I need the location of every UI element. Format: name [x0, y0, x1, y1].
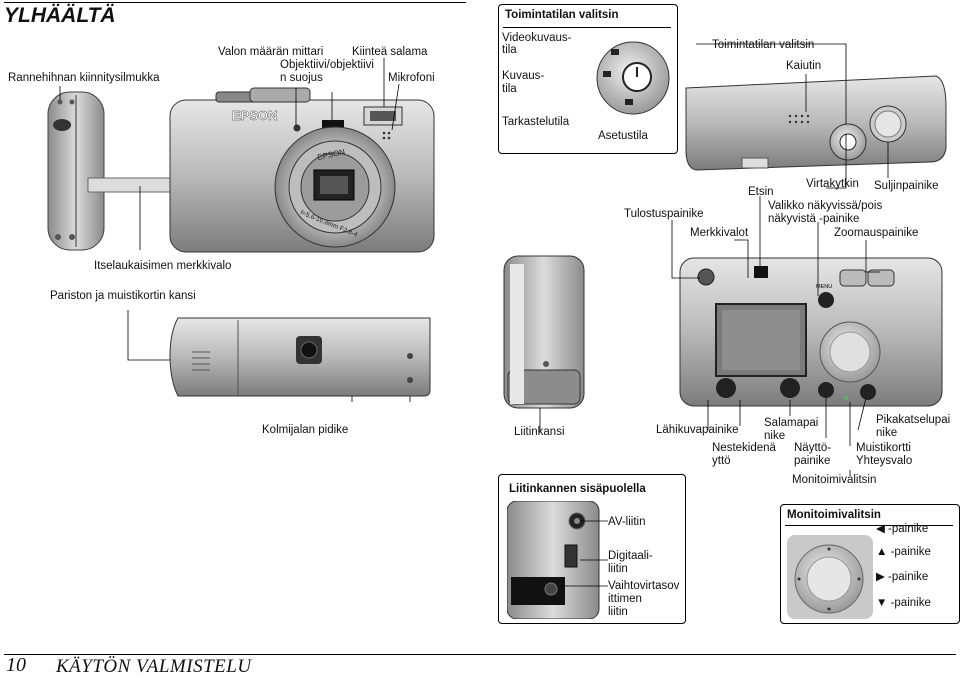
quick-view-label-2: nike: [876, 427, 898, 439]
lcd-label-2: yttö: [712, 455, 731, 467]
memory-card-label-2: Yhteysvalo: [856, 455, 913, 467]
digital-port-label-2: liitin: [608, 563, 628, 575]
heading-rule: [4, 2, 466, 3]
battery-cover-label: Pariston ja muistikortin kansi: [50, 290, 196, 302]
tripod-label: Kolmijalan pidike: [262, 424, 349, 436]
camera-back-view: MENU: [679, 257, 943, 407]
left-button-label: ◀ -painike: [876, 523, 929, 535]
menu-label-1: Valikko näkyvissä/pois: [768, 200, 883, 212]
down-button-label: ▼ -painike: [876, 597, 931, 609]
self-timer-label: Itselaukaisimen merkkivalo: [94, 260, 232, 272]
page-heading: YLHÄÄLTÄ: [4, 4, 116, 27]
camera-bottom-view: [169, 317, 431, 397]
mode-dial-box-rule: [503, 27, 671, 28]
connector-cover-label: Liitinkansi: [514, 426, 565, 438]
camera-side-view: [47, 91, 187, 251]
camera-connector-side-view: [503, 255, 585, 432]
mic-label: Mikrofoni: [388, 72, 435, 84]
mode-dial-box: Toimintatilan valitsin: [498, 4, 678, 154]
av-jack-label: AV-liitin: [608, 516, 646, 528]
dc-in-label-3: liitin: [608, 606, 628, 618]
digital-port-label-1: Digitaali-: [608, 550, 653, 562]
lens-cover-label-2: n suojus: [280, 72, 323, 84]
flash-button-label-1: Salamapai: [764, 417, 819, 429]
lcd-label-1: Nestekidenä: [712, 442, 776, 454]
monitor-dial-box-rule: [785, 525, 953, 526]
indicators-label: Merkkivalot: [690, 227, 749, 239]
lens-cover-label-1: Objektiivi/objektiivi: [280, 59, 374, 71]
connector-inside-box: Liitinkannen sisäpuolella: [498, 474, 686, 624]
display-button-label-2: painike: [794, 455, 831, 467]
monitor-dial-box-title: Monitoimivalitsin: [787, 509, 881, 521]
page-number: 10: [6, 654, 26, 676]
camera-top-view: [685, 75, 947, 171]
light-meter-label: Valon määrän mittari: [218, 46, 324, 58]
connector-inside-leaders: [560, 520, 608, 587]
dc-in-label-1: Vaihtovirtasov: [608, 580, 680, 592]
print-button-label: Tulostuspainike: [624, 208, 704, 220]
menu-label-2: näkyvistä -painike: [768, 213, 860, 225]
mode-photo-label-1: Kuvaus-: [502, 70, 545, 82]
shutter-label: Suljinpainike: [874, 180, 939, 192]
flash-button-label-2: nike: [764, 430, 786, 442]
monitor-dial-graphic: [787, 535, 873, 619]
connector-inside-title: Liitinkannen sisäpuolella: [509, 483, 646, 495]
right-button-label: ▶ -painike: [876, 571, 929, 583]
flash-label: Kiinteä salama: [352, 46, 428, 58]
front-brand: EPSON: [232, 108, 278, 123]
mode-video-label-2: tila: [502, 44, 517, 56]
power-switch-label: Virtakytkin: [806, 178, 859, 190]
mode-setup-label: Asetustila: [598, 130, 648, 142]
section-title: KÄYTÖN VALMISTELU: [56, 656, 252, 677]
menu-button-text: MENU: [816, 284, 832, 290]
quick-view-label-1: Pikakatselupai: [876, 414, 951, 426]
camera-front-view: EPSON EPSON f=5.6-16.8mm F2.8-4: [169, 87, 435, 253]
mode-video-label-1: Videokuvaus-: [502, 32, 572, 44]
mode-dial-box-title: Toimintatilan valitsin: [505, 9, 619, 21]
footer-rule: [4, 654, 956, 655]
viewfinder-label: Etsin: [748, 186, 774, 198]
monitor-dial-box: Monitoimivalitsin: [780, 504, 960, 624]
speaker-label: Kaiutin: [786, 60, 822, 72]
monitor-dial-label: Monitoimivalitsin: [792, 474, 877, 486]
macro-label: Lähikuvapainike: [656, 424, 739, 436]
strap-label: Rannehihnan kiinnitysilmukka: [8, 72, 160, 84]
mode-playback-label: Tarkastelutila: [502, 116, 570, 128]
zoom-label: Zoomauspainike: [834, 227, 919, 239]
connector-inside-graphic: [507, 501, 600, 619]
mode-dial-label: Toimintatilan valitsin: [712, 39, 815, 51]
dc-in-label-2: ittimen: [608, 593, 642, 605]
mode-photo-label-2: tila: [502, 83, 517, 95]
memory-card-label-1: Muistikortti: [856, 442, 911, 454]
up-button-label: ▲ -painike: [876, 546, 931, 558]
back-leader-lines: [671, 43, 889, 476]
mode-dial-graphic: [596, 41, 670, 115]
display-button-label-1: Näyttö-: [794, 442, 832, 454]
